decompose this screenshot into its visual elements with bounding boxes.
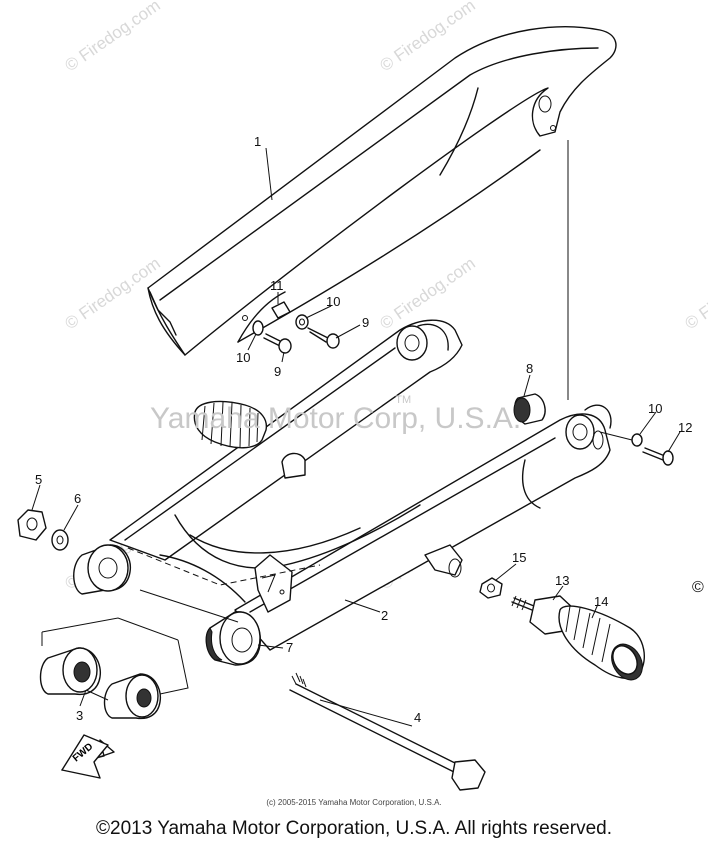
part-spacers	[39, 647, 162, 720]
part-chain-buffer	[193, 400, 268, 449]
callouts: 1 2 3 4 5 6 7 8 9 9 10 10 10 11 12 13 14…	[35, 134, 692, 725]
callout-9a: 9	[362, 315, 369, 330]
callout-3: 4	[414, 710, 421, 725]
callout-2: 3	[76, 708, 83, 723]
callout-13: 13	[555, 573, 569, 588]
callout-9b: 9	[274, 364, 281, 379]
callout-11: 11	[270, 278, 284, 293]
part-footrest	[479, 577, 646, 681]
part-bushing-7	[513, 393, 546, 425]
callout-6: 7	[286, 640, 293, 655]
callout-12: 12	[678, 420, 692, 435]
part-pivot-shaft	[289, 672, 486, 791]
callout-7: 8	[526, 361, 533, 376]
trademark-tm: TM	[395, 394, 412, 406]
callout-1: 2	[381, 608, 388, 623]
footer-copyright: ©2013 Yamaha Motor Corporation, U.S.A. A…	[96, 818, 612, 839]
callout-10c: 10	[648, 401, 662, 416]
part-rear-fasteners	[631, 433, 674, 466]
part-chaincase-fasteners	[252, 301, 340, 354]
fwd-arrow-icon: FWD	[61, 734, 115, 779]
callout-10a: 10	[326, 294, 340, 309]
callout-8: 1	[254, 134, 261, 149]
stray-copyright-mark: ©	[692, 579, 704, 596]
part-pivot-bushings	[73, 544, 262, 666]
watermark-7: © Firedog.com	[681, 254, 708, 334]
callout-10b: 10	[236, 350, 250, 365]
trademark-text: Yamaha Motor Corp, U.S.A.	[150, 402, 522, 435]
watermark-1: © Firedog.com	[61, 0, 163, 75]
callout-14: 14	[594, 594, 608, 609]
small-copyright: (c) 2005-2015 Yamaha Motor Corporation, …	[266, 798, 442, 807]
callout-leaders	[31, 147, 681, 727]
callout-5: 6	[74, 491, 81, 506]
part-nut-washer	[17, 509, 69, 551]
callout-15: 15	[512, 550, 526, 565]
callout-4: 5	[35, 472, 42, 487]
part-swing-arm	[109, 319, 612, 651]
trademark-watermark: Yamaha Motor Corp, U.S.A.TM	[150, 394, 537, 436]
part-chain-case	[147, 26, 617, 356]
assembly-lines	[41, 140, 633, 695]
